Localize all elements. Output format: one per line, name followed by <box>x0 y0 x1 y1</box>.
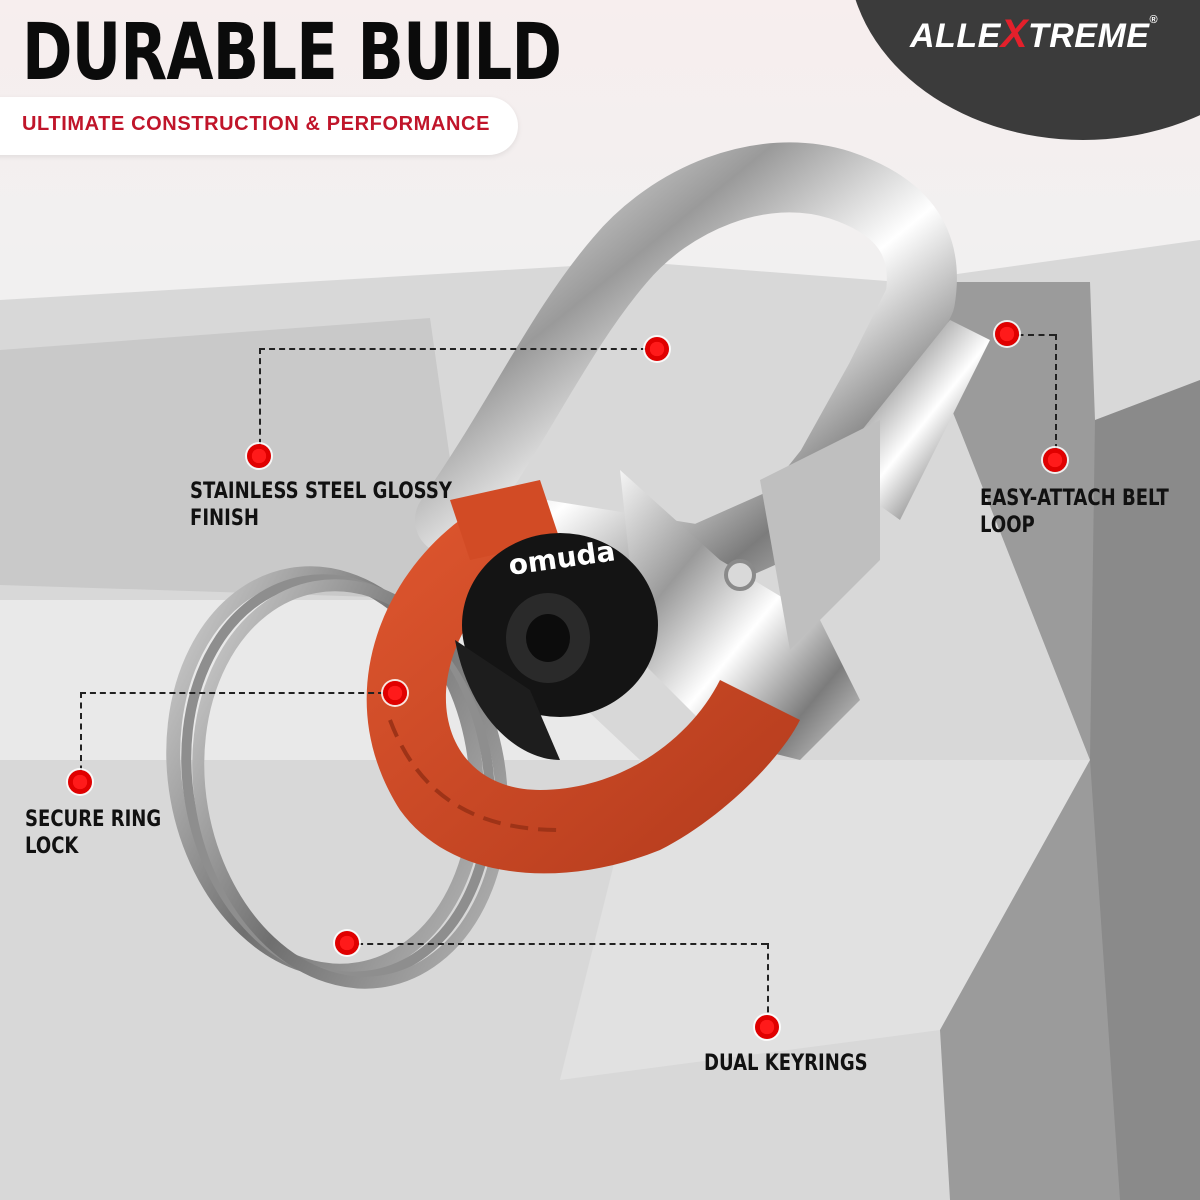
callout-marker-icon <box>1043 448 1067 472</box>
callout-marker-icon <box>755 1015 779 1039</box>
callout-line-lock-v <box>80 692 82 782</box>
callout-finish: STAINLESS STEEL GLOSSY FINISH <box>190 478 452 532</box>
background-plane-mid <box>560 760 1090 1080</box>
callout-belt-line2: LOOP <box>980 513 1035 538</box>
callout-line-finish-h <box>259 348 657 350</box>
callout-marker-icon <box>995 322 1019 346</box>
callout-lock-line2: LOCK <box>25 834 79 859</box>
subtitle-pill <box>0 97 518 155</box>
logo-text-b: TREME <box>1027 17 1150 55</box>
carabiner-clip <box>415 142 990 760</box>
callout-marker-icon <box>68 770 92 794</box>
callout-finish-line1: STAINLESS STEEL GLOSSY <box>190 479 452 504</box>
logo-text-a: ALLE <box>910 17 1001 55</box>
callout-line-belt-h <box>1007 334 1055 336</box>
callout-line-keyrings-v <box>767 943 769 1023</box>
page-title: DURABLE BUILD <box>22 8 562 98</box>
ring-emblem: omuda <box>455 533 658 760</box>
brand-logo: ALLEXTREME® <box>910 12 1158 57</box>
callout-marker-icon <box>645 337 669 361</box>
callout-marker-icon <box>383 681 407 705</box>
callout-belt-line1: EASY-ATTACH BELT <box>980 486 1169 511</box>
callout-marker-icon <box>335 931 359 955</box>
callout-line-keyrings-h <box>347 943 767 945</box>
background-block-shadow <box>1090 380 1200 1200</box>
callout-keyrings: DUAL KEYRINGS <box>704 1050 868 1077</box>
callout-keyrings-text: DUAL KEYRINGS <box>704 1051 868 1076</box>
registered-mark: ® <box>1149 14 1159 26</box>
callout-line-lock-h <box>80 692 394 694</box>
callout-marker-icon <box>247 444 271 468</box>
callout-finish-line2: FINISH <box>190 506 259 531</box>
callout-line-finish-v <box>259 348 261 455</box>
callout-lock: SECURE RING LOCK <box>25 806 161 860</box>
callout-lock-line1: SECURE RING <box>25 807 162 832</box>
callout-line-belt-v <box>1055 334 1057 460</box>
background-plane-left <box>0 318 470 600</box>
dual-keyrings <box>166 566 508 989</box>
callout-belt: EASY-ATTACH BELT LOOP <box>980 485 1169 539</box>
page-subtitle: ULTIMATE CONSTRUCTION & PERFORMANCE <box>22 113 491 135</box>
logo-text-x: X <box>1000 12 1028 56</box>
